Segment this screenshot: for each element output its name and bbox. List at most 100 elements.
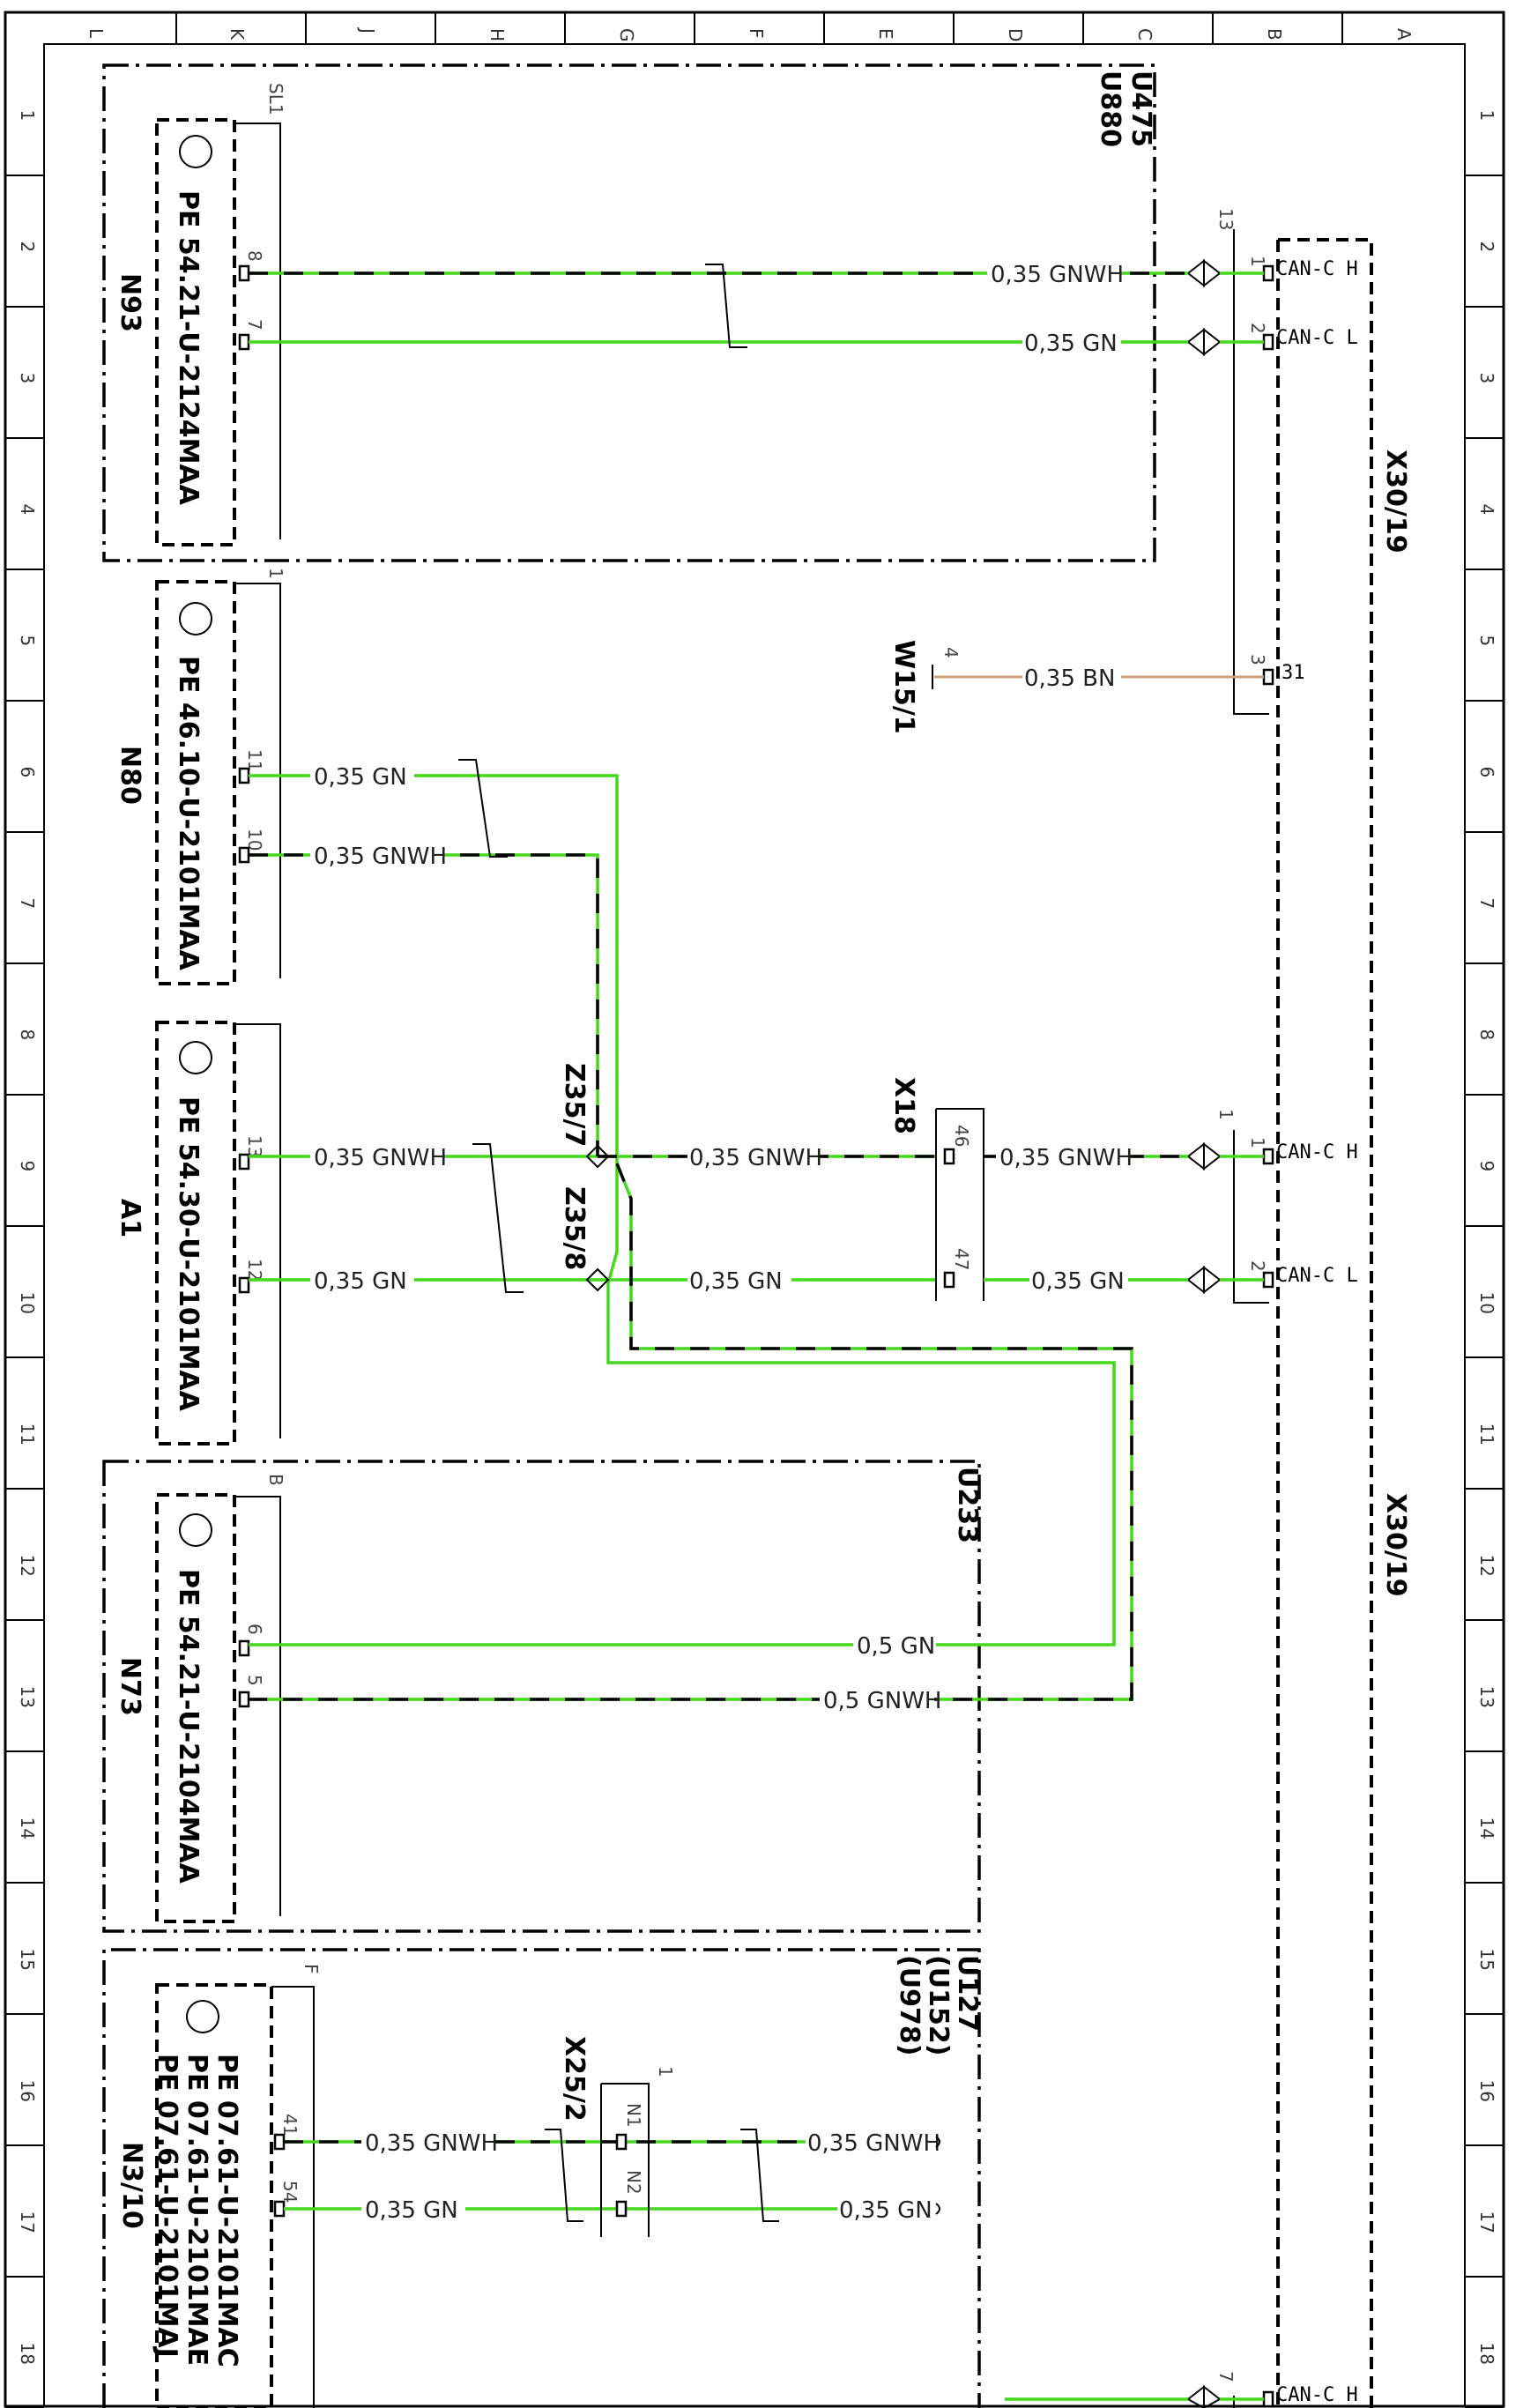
pin-terminal <box>238 767 250 784</box>
grid-row-13-right: 13 <box>1476 1686 1497 1708</box>
connector-x18-label: X18 <box>888 1077 919 1134</box>
grid-row-9-left: 9 <box>17 1161 38 1172</box>
wire-label-n73-gn: 0,5 GN <box>857 1633 935 1660</box>
grid-row-6-right: 6 <box>1476 767 1497 778</box>
x3019-can-l-mid: CAN-C L <box>1276 1265 1358 1287</box>
plug-connector-icon <box>1186 2384 1222 2408</box>
connector-x3019-outline <box>1278 238 1373 2408</box>
pin-terminal <box>238 333 250 351</box>
wire-label-n93-gnwh: 0,35 GNWH <box>991 262 1124 288</box>
ground-w151: 4 W15/1 0,35 BN <box>888 640 1264 734</box>
x3019-pin-3: 3 <box>1247 654 1268 665</box>
ecu-symbol-icon <box>186 2000 219 2033</box>
module-n310-part-1: PE 07.61-U-2101MAC <box>212 2054 242 2367</box>
grid-row-11-right: 11 <box>1476 1423 1497 1446</box>
connector-x252-label: X25/2 <box>559 2036 590 2122</box>
wire-label-a1-gnwh: 0,35 GNWH <box>314 1145 447 1171</box>
connector-x252: X25/2 1 N1 N2 <box>559 2036 676 2237</box>
grid-row-15-right: 15 <box>1476 1949 1497 1971</box>
plug-connector-icon <box>1186 1141 1222 1171</box>
grid-row-11-left: 11 <box>17 1423 38 1446</box>
grid-col-k: K <box>227 28 248 41</box>
grid-row-5-left: 5 <box>17 635 38 647</box>
pin-terminal <box>1262 264 1274 282</box>
grid-row-12-right: 12 <box>1476 1555 1497 1577</box>
splice-z358-icon <box>585 1267 610 1292</box>
module-n80-box <box>155 580 236 985</box>
connector-x3019: X30/19 X30/19 13 1 7 1 CAN-C H 2 CAN-C L… <box>1215 208 1411 2408</box>
splice-z357-label: Z35/7 <box>559 1063 590 1147</box>
pin-terminal <box>943 1271 955 1289</box>
pin-terminal <box>238 264 250 282</box>
module-n80-name: N80 <box>115 746 145 805</box>
pin-terminal <box>238 1276 250 1294</box>
x3019-pin-1-mid: 1 <box>1247 1137 1268 1148</box>
splice-z357-icon <box>585 1144 610 1169</box>
x18-pin-47: 47 <box>951 1248 972 1270</box>
x3019-gnd-31: 31 <box>1282 662 1305 684</box>
wire-label-z358-gn: 0,35 GN <box>689 1268 783 1295</box>
pin-terminal <box>615 2133 628 2151</box>
ecu-symbol-icon <box>179 135 212 168</box>
module-n93-box <box>155 118 236 546</box>
grid-row-2-left: 2 <box>17 242 38 253</box>
module-n73: B PE 54.21-U-2104MAA N73 6 5 <box>115 1474 286 1923</box>
grid-row-1-left: 1 <box>17 110 38 122</box>
pin-terminal <box>273 2133 286 2151</box>
module-n80-connector: 1 <box>265 568 286 579</box>
grid-row-14-left: 14 <box>17 1817 38 1839</box>
grid-row-10-right: 10 <box>1476 1292 1497 1314</box>
grid-row-17-left: 17 <box>17 2211 38 2233</box>
pin-terminal <box>238 1153 250 1171</box>
grid-col-d: D <box>1005 28 1026 41</box>
ground-w151-label: W15/1 <box>888 640 919 734</box>
grid-row-7-left: 7 <box>17 898 38 910</box>
grid-col-j: J <box>357 26 378 33</box>
module-a1: PE 54.30-U-2101MAA A1 13 12 <box>115 1021 281 1446</box>
wires-n73: 0,5 GN 0,5 GNWH <box>820 1629 941 1714</box>
module-a1-part: PE 54.30-U-2101MAA <box>173 1096 204 1412</box>
wire-continuation-icon <box>935 2203 940 2215</box>
grid-row-2-right: 2 <box>1476 242 1497 253</box>
variant-label-u880: U880 <box>1095 71 1126 147</box>
w151-pin-4: 4 <box>940 647 962 658</box>
variant-box-u127 <box>102 1948 981 2408</box>
connector-x3019-label-bottom: X30/19 <box>1380 1493 1411 1597</box>
module-n93-pin-7: 7 <box>244 319 265 331</box>
x3019-group-7: 7 <box>1215 2371 1237 2382</box>
plug-connector-icon <box>1186 327 1222 357</box>
pin-terminal <box>1262 1271 1274 1289</box>
module-a1-box <box>155 1021 236 1446</box>
wire-label-z357-gnwh: 0,35 GNWH <box>689 1145 822 1171</box>
variant-label-u152: (U152) <box>923 1955 954 2055</box>
module-n310-part-2: PE 07.61-U-2101MAE <box>182 2054 212 2366</box>
module-n93-connector: SL1 <box>265 83 286 115</box>
x252-pin-n2: N2 <box>623 2170 644 2195</box>
grid-row-3-right: 3 <box>1476 373 1497 384</box>
wire-label-n93-gn: 0,35 GN <box>1024 331 1118 357</box>
grid-row-9-right: 9 <box>1476 1161 1497 1172</box>
module-n73-box <box>155 1493 236 1923</box>
plug-connector-icon <box>1186 1265 1222 1295</box>
module-n80-part: PE 46.10-U-2101MAA <box>173 656 204 971</box>
ecu-symbol-icon <box>179 602 212 635</box>
wires-n310: 0,35 GNWH 0,35 GN 0,35 GNWH 0,35 GN <box>284 2126 940 2224</box>
grid-row-7-right: 7 <box>1476 898 1497 910</box>
pin-terminal <box>943 1148 955 1165</box>
grid-row-18-right: 18 <box>1476 2343 1497 2365</box>
grid-row-16-right: 16 <box>1476 2080 1497 2102</box>
x3019-pin-2-top: 2 <box>1247 323 1268 334</box>
grid-row-12-left: 12 <box>17 1555 38 1577</box>
grid-row-10-left: 10 <box>17 1292 38 1314</box>
module-n310-connector: F <box>301 1964 322 1974</box>
pin-terminal <box>238 1691 250 1708</box>
grid-col-f: F <box>746 28 767 39</box>
grid-row-15-left: 15 <box>17 1949 38 1971</box>
pin-terminal <box>1262 1148 1274 1165</box>
wire-label-n310-gnwh: 0,35 GNWH <box>365 2130 498 2157</box>
grid-row-6-left: 6 <box>17 767 38 778</box>
pin-terminal <box>615 2200 628 2218</box>
wire-label-x252-gn: 0,35 GN <box>839 2197 932 2224</box>
wires-n93: 0,35 GNWH 0,35 GN <box>249 257 1264 357</box>
